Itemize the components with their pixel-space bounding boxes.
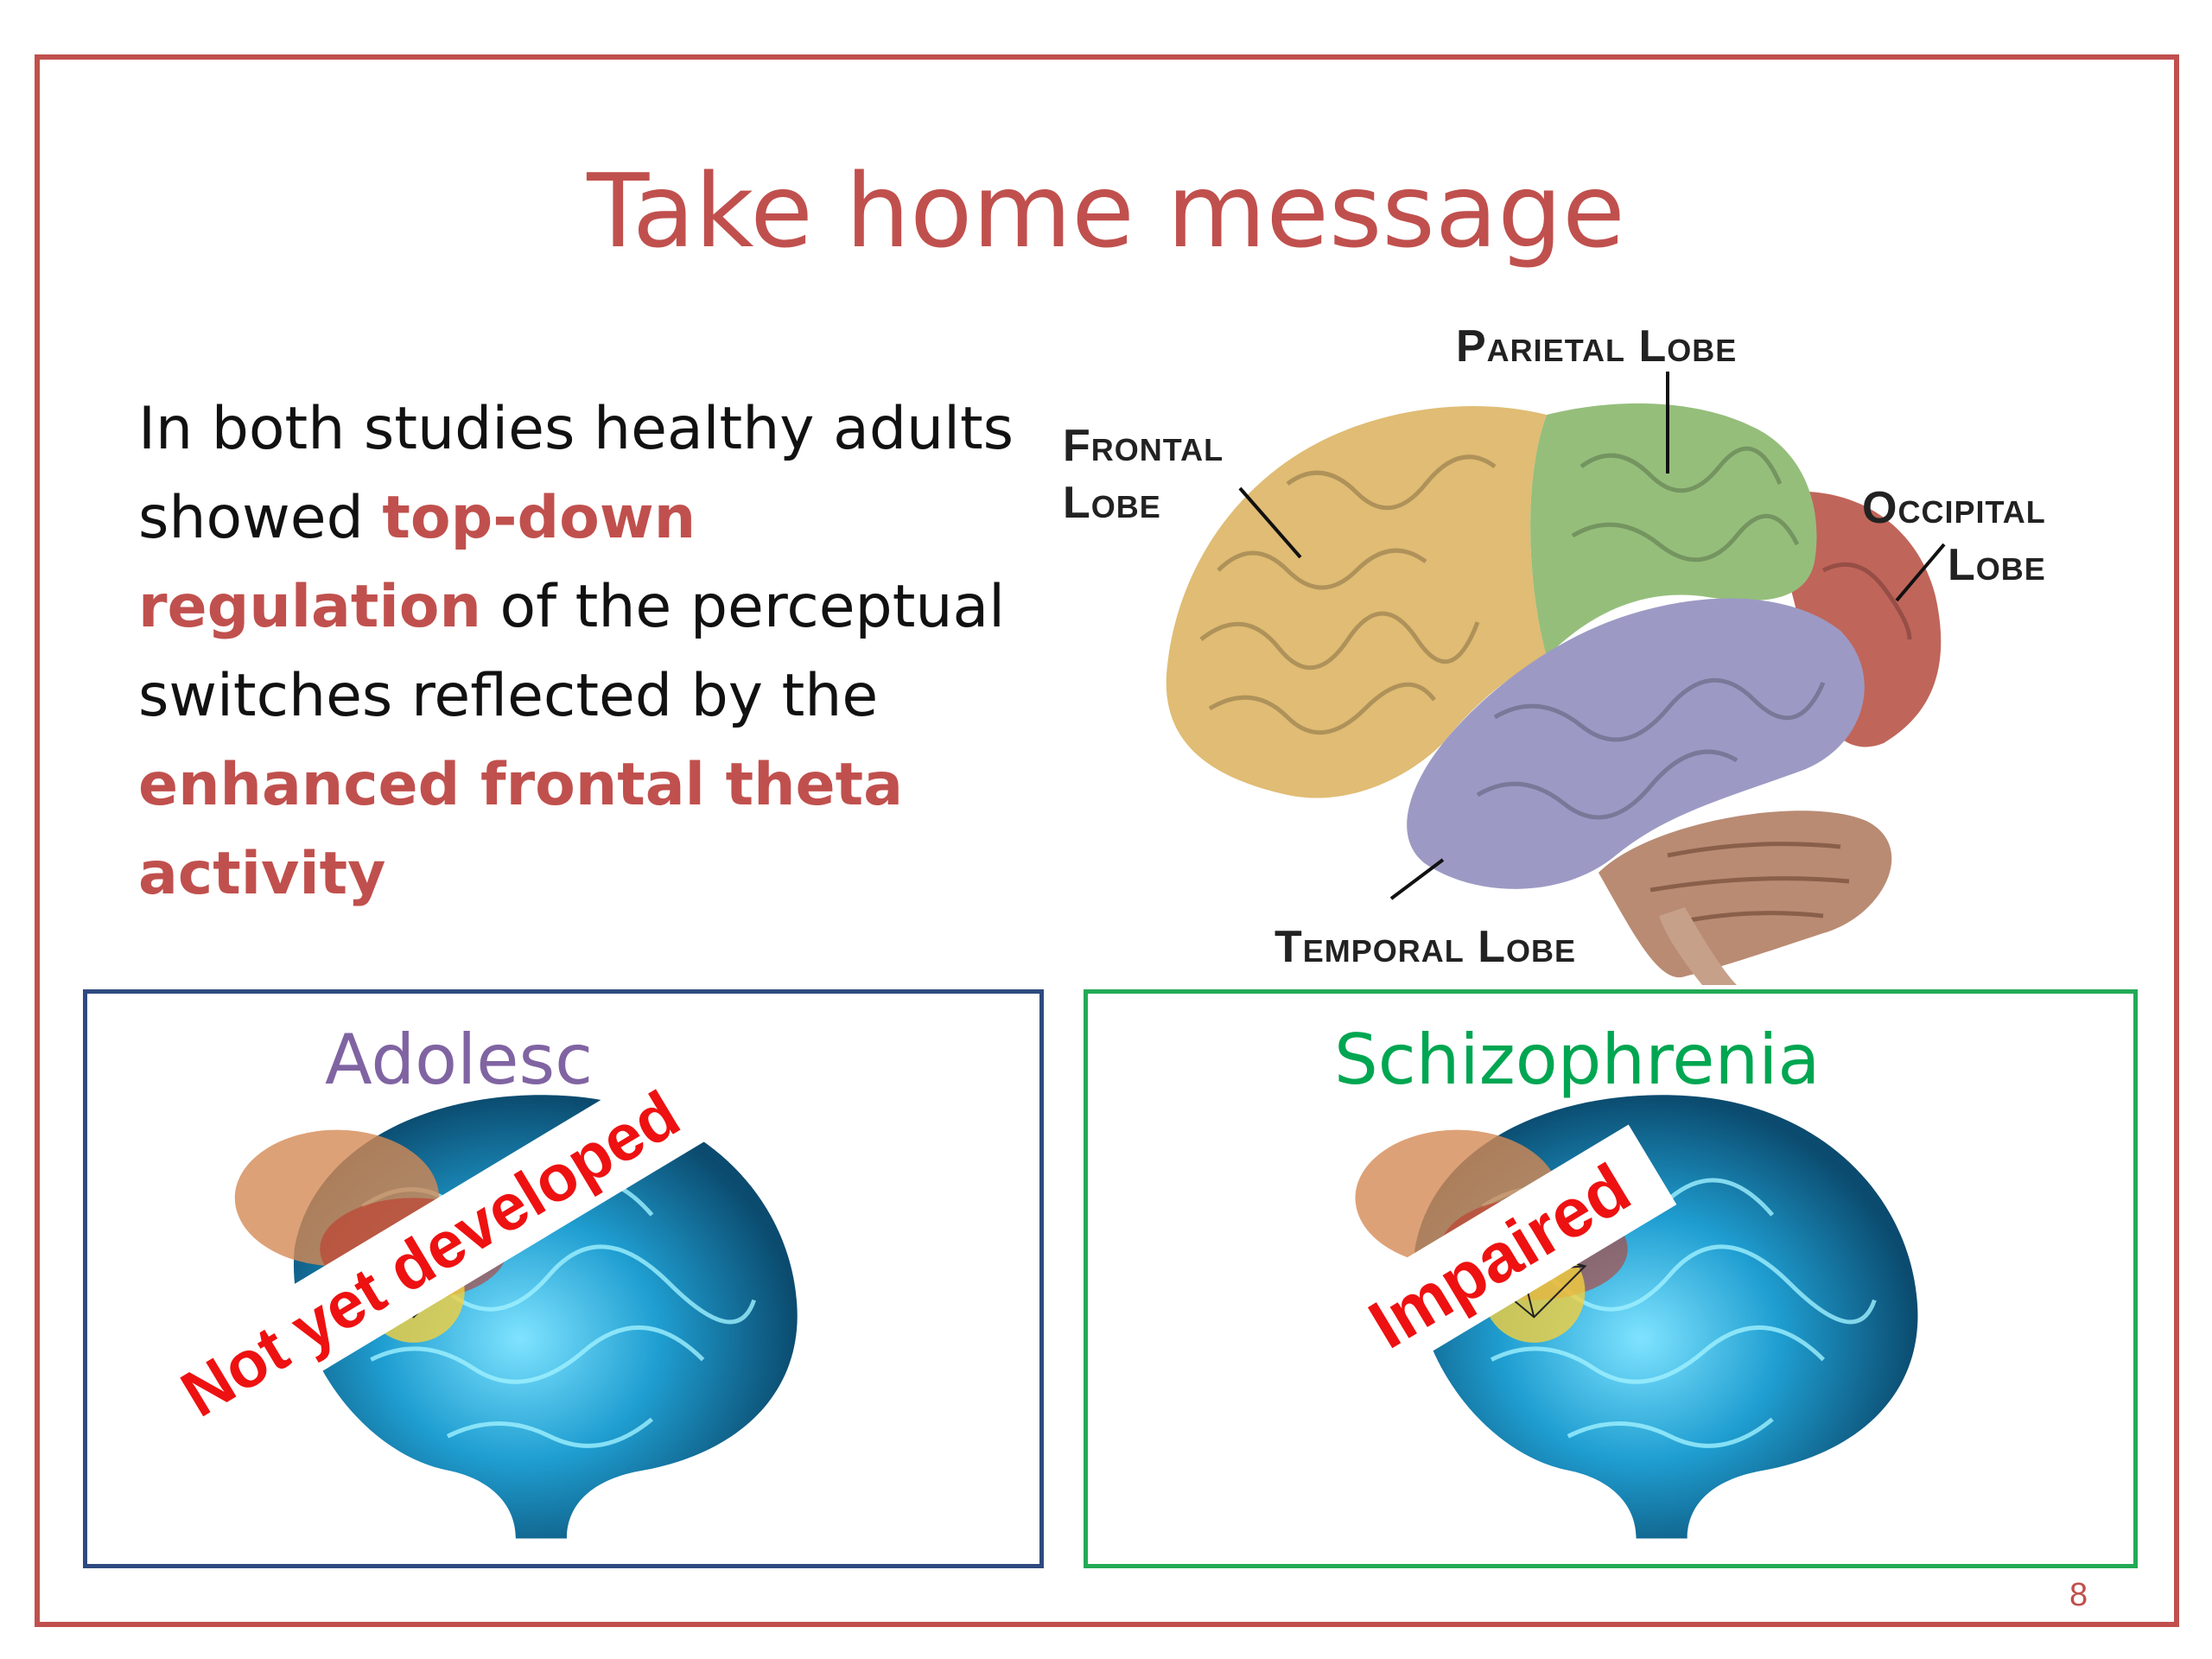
parietal-lobe-region bbox=[1530, 403, 1817, 657]
body-text-part-1: In both studies healthy adults showed bbox=[138, 395, 1014, 552]
parietal-lobe-label: Parietal Lobe bbox=[1456, 321, 1738, 372]
slide-title: Take home message bbox=[587, 151, 1625, 270]
highlight-top-down-regulation: top-down regulation bbox=[138, 484, 696, 641]
body-text: In both studies healthy adults showed to… bbox=[138, 385, 1046, 918]
temporal-lobe-region bbox=[1407, 598, 1865, 889]
brain-lobes-image bbox=[1166, 372, 1946, 985]
schizophrenia-panel: Schizophrenia Impaired bbox=[1084, 989, 2138, 1568]
page-number: 8 bbox=[2069, 1577, 2088, 1613]
schizophrenia-title: Schizophrenia bbox=[1334, 1020, 1821, 1100]
body-text-part-2: of the perceptual switches reflected by … bbox=[138, 573, 1006, 730]
brain-lobes-illustration: Parietal Lobe Frontal Lobe Occipital Lob… bbox=[1063, 311, 2126, 985]
slide-border bbox=[35, 54, 2179, 1627]
adolescence-panel: Adolesc Not yet developed bbox=[83, 989, 1044, 1568]
frontal-lobe-label: Frontal Lobe bbox=[1063, 421, 1224, 528]
adolescence-title: Adolesc bbox=[325, 1020, 594, 1100]
frontal-lobe-region bbox=[1166, 406, 1547, 798]
highlight-frontal-theta: enhanced frontal theta activity bbox=[138, 751, 904, 908]
temporal-lobe-label: Temporal Lobe bbox=[1274, 922, 1576, 972]
occipital-lobe-label: Occipital Lobe bbox=[1862, 483, 2046, 590]
